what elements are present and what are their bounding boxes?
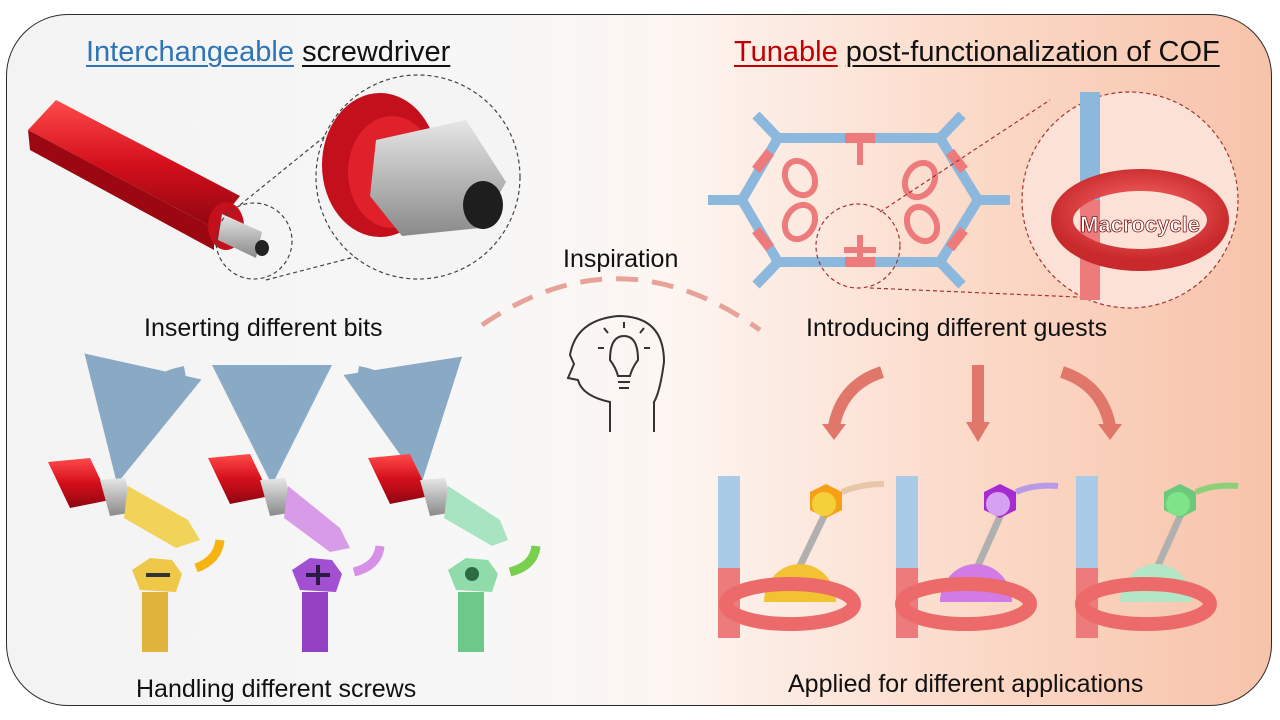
guest-green xyxy=(1075,476,1239,638)
left-caption-bottom: Handling different screws xyxy=(136,675,417,703)
arrow-right-red xyxy=(1059,366,1116,428)
center-label: Inspiration xyxy=(563,245,679,273)
cof-zoom-circle xyxy=(815,203,901,289)
left-heading-rest: screwdriver xyxy=(302,36,451,68)
cof-framework xyxy=(708,111,1010,289)
macrocycle-zoom xyxy=(1021,91,1239,309)
left-heading: Interchangeable screwdriver xyxy=(86,36,450,69)
guest-purple xyxy=(895,476,1059,638)
screw-hex xyxy=(448,545,541,652)
screwdriver-zoom xyxy=(315,74,521,280)
zoom-line xyxy=(879,99,1051,213)
head-with-lightbulb-icon xyxy=(566,314,666,432)
screw-slotted xyxy=(132,539,225,652)
bit-flat xyxy=(48,458,200,548)
arrow-right-red-head xyxy=(1098,424,1122,440)
arrow-left-red-head xyxy=(822,424,846,440)
inspiration-arc xyxy=(480,276,762,333)
right-heading-rest: post-functionalization of COF xyxy=(845,36,1220,68)
screwdriver-illustration xyxy=(28,100,269,258)
left-heading-key: Interchangeable xyxy=(86,36,294,68)
bit-hex xyxy=(368,454,508,546)
arrow-right xyxy=(343,356,463,485)
arrow-left xyxy=(84,353,202,484)
zoom-line xyxy=(869,287,1101,299)
left-caption-top: Inserting different bits xyxy=(144,314,383,342)
bit-cross xyxy=(208,454,350,552)
right-heading: Tunable post-functionalization of COF xyxy=(734,36,1220,69)
arrow-left-red xyxy=(828,366,885,428)
zoom-circle-small xyxy=(215,202,293,280)
right-caption-bottom: Applied for different applications xyxy=(788,670,1144,698)
macrocycle-label: Macrocycle xyxy=(1080,212,1200,237)
right-caption-top: Introducing different guests xyxy=(806,314,1108,342)
arrow-down-red-head xyxy=(966,422,990,442)
guest-yellow xyxy=(718,476,885,638)
zoom-line xyxy=(265,239,421,281)
right-heading-key: Tunable xyxy=(734,36,838,68)
screw-phillips xyxy=(292,545,385,652)
